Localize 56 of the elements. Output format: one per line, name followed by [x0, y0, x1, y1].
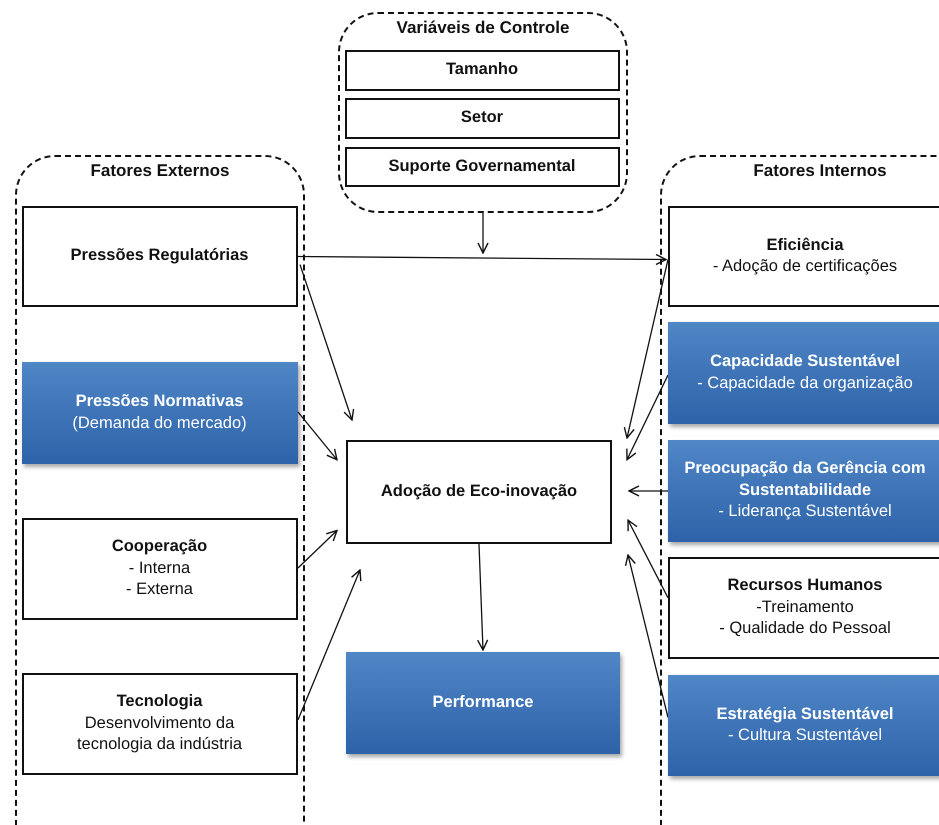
highlighted-box — [346, 652, 620, 754]
factor-box — [344, 98, 620, 138]
box-title: Tecnologia — [116, 691, 202, 712]
box-detail: - Interna — [128, 558, 190, 579]
factor-box — [668, 206, 939, 306]
factor-box — [22, 672, 298, 774]
arrow — [298, 412, 338, 460]
box-title: Cooperação — [112, 536, 208, 558]
box-title: Setor — [460, 107, 504, 128]
factor-box — [668, 556, 939, 658]
group-title: Fatores Internos — [752, 161, 888, 181]
highlighted-box — [668, 674, 939, 776]
box-detail: -Treinamento — [756, 596, 854, 618]
box-title: Pressões Regulatórias — [70, 245, 248, 266]
box-title: Suporte Governamental — [388, 156, 576, 177]
box-detail: - Liderança Sustentável — [718, 501, 892, 522]
box-detail: - Adoção de certificações — [712, 256, 898, 277]
arrow — [299, 264, 354, 421]
highlighted-box — [668, 322, 939, 424]
arrow — [298, 254, 667, 266]
dashed-group — [338, 12, 628, 213]
group-title: Fatores Externos — [90, 161, 230, 181]
box-title: Performance — [432, 692, 534, 714]
dashed-group — [15, 155, 305, 825]
box-detail: - Capacidade da organização — [697, 372, 913, 394]
arrow — [626, 374, 669, 460]
arrow — [627, 519, 669, 598]
arrow — [628, 485, 668, 497]
arrow — [624, 554, 669, 718]
box-detail: - Externa — [126, 579, 193, 600]
highlighted-box — [668, 440, 939, 542]
group-title: Variáveis de Controle — [396, 18, 570, 38]
box-title: Tamanho — [446, 59, 518, 80]
box-title: Capacidade Sustentável — [710, 351, 900, 372]
factor-box — [344, 50, 620, 90]
box-title: Pressões Normativas — [76, 391, 244, 412]
box-title: Estratégia Sustentável — [716, 704, 894, 725]
highlighted-box — [22, 362, 298, 464]
arrow — [476, 544, 488, 651]
dashed-group — [660, 155, 939, 825]
arrow — [297, 569, 362, 720]
box-title: Eficiência — [766, 234, 844, 256]
factor-box — [346, 440, 612, 544]
factor-box — [344, 146, 620, 186]
box-title: Adoção de Eco-inovação — [380, 481, 578, 502]
arrow — [624, 259, 669, 439]
box-detail: (Demanda do mercado) — [72, 412, 247, 434]
arrow — [477, 213, 489, 254]
box-detail: Desenvolvimento da tecnologia da indústria — [76, 712, 244, 756]
box-title: Preocupação da Gerência com Sustentabilidade — [683, 458, 927, 501]
box-title: Recursos Humanos — [728, 575, 882, 596]
factor-box — [22, 518, 298, 620]
box-detail: - Cultura Sustentável — [728, 725, 882, 746]
arrow — [298, 530, 338, 568]
box-detail: - Qualidade do Pessoal — [719, 618, 891, 640]
factor-box — [22, 206, 298, 306]
